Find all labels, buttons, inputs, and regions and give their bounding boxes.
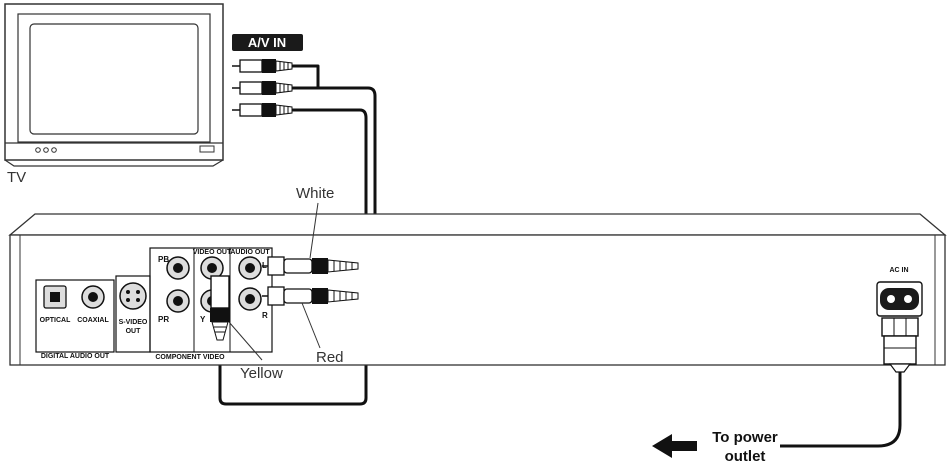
tv-button-icon [51,147,57,153]
yellow-plug-icon [210,275,230,341]
av-cable [218,64,902,448]
yellow-callout-line [228,321,263,361]
digital-audio-out-label: DIGITAL AUDIO OUT [41,353,110,360]
power-cable [780,370,902,448]
av-out-section: PB PR Y VIDEO OUT AUDIO OUT L R COMPONEN… [149,247,273,361]
rca-plug-icon [232,103,293,117]
av-in-label: A/V IN [248,35,286,50]
red-cable [292,108,368,292]
s-video-label: S-VIDEO [119,319,148,326]
white-cable [292,86,377,268]
red-plug-icon [262,286,359,306]
rca-plug-icon [232,81,293,95]
arrow-left-icon [652,434,697,458]
ac-inlet-icon [880,288,919,310]
red-label: Red [316,349,344,366]
ac-in-label: AC IN [889,267,908,274]
red-callout-line [301,302,321,349]
s-video-out-label: OUT [126,328,142,335]
tv-button-icon [43,147,49,153]
digital-audio-out-section: OPTICAL COAXIAL DIGITAL AUDIO OUT [35,279,115,360]
power-outlet-line2: outlet [725,448,766,465]
tv-label: TV [7,169,26,186]
pb-label: PB [158,255,169,264]
y-label: Y [200,315,206,324]
av-in-badge [232,34,303,51]
tv-set [4,3,224,167]
player-top [8,213,947,236]
component-video-label: COMPONENT VIDEO [155,354,225,361]
player-unit [8,213,947,366]
white-label: White [296,185,334,202]
audio-out-label: AUDIO OUT [230,249,270,256]
optical-label: OPTICAL [40,317,71,324]
tv-screen [29,23,199,135]
tv-rca-plugs [232,59,293,117]
power-outlet-line1: To power [712,429,778,446]
video-out-label: VIDEO OUT [193,249,232,256]
power-plug-icon [881,317,919,337]
yellow-cable [218,290,368,406]
tv-button-icon [35,147,41,153]
white-plug-icon [262,256,359,276]
coaxial-label: COAXIAL [77,317,109,324]
rca-plug-icon [232,59,293,73]
cable-loop [292,64,320,90]
r-label: R [262,311,268,320]
s-video-jack-icon [119,282,147,310]
player-rear-panel [9,234,946,366]
ac-in-section: AC IN [876,267,923,373]
tv-stand [4,159,224,167]
pr-label: PR [158,315,169,324]
white-callout-line [309,202,319,259]
yellow-label: Yellow [240,365,283,382]
